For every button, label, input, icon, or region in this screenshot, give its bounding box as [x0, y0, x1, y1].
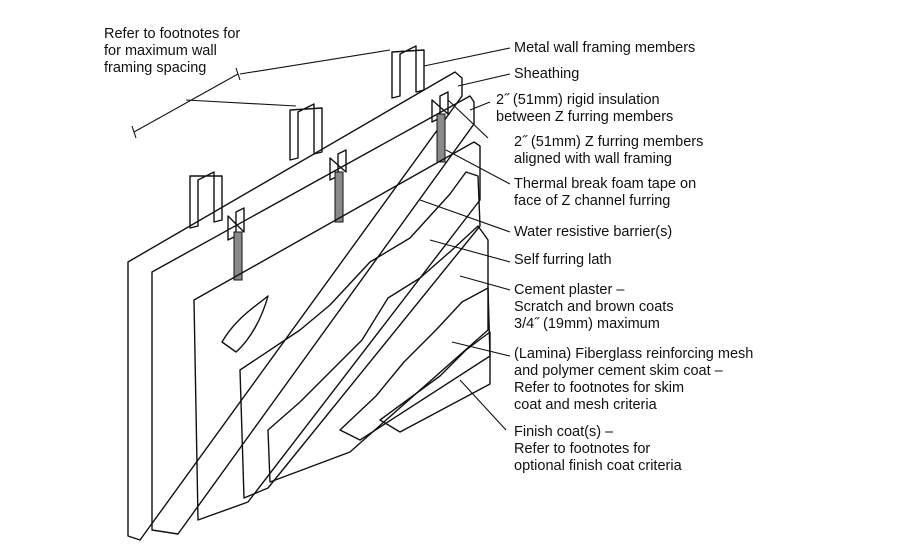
label-line: Metal wall framing members — [514, 40, 696, 56]
spacing-note-line-1: Refer to footnotes for — [104, 26, 241, 42]
label-line: 2˝ (51mm) rigid insulation — [496, 92, 660, 108]
label-line: and polymer cement skim coat – — [514, 363, 723, 379]
thermal-tape-2 — [334, 171, 344, 223]
label-line: Refer to footnotes for — [514, 441, 651, 457]
label-line: coat and mesh criteria — [514, 397, 657, 413]
cement-plaster-layer — [267, 225, 489, 483]
label-z-furring: 2˝ (51mm) Z furring members aligned with… — [514, 134, 703, 168]
label-wrb: Water resistive barrier(s) — [514, 224, 672, 241]
lamina-skim-layer — [339, 287, 491, 441]
label-line: optional finish coat criteria — [514, 458, 682, 474]
spacing-note: Refer to footnotes for for maximum wall … — [104, 26, 240, 77]
thermal-tape-3 — [436, 113, 446, 163]
label-metal-framing: Metal wall framing members — [514, 40, 695, 57]
label-line: Scratch and brown coats — [514, 299, 674, 315]
thermal-tape-1 — [233, 231, 243, 281]
label-line: 2˝ (51mm) Z furring members — [514, 134, 704, 150]
label-line: Cement plaster – — [514, 282, 625, 298]
label-line: Refer to footnotes for skim — [514, 380, 685, 396]
spacing-note-line-2: for maximum wall — [104, 43, 217, 59]
label-finish-coat: Finish coat(s) – Refer to footnotes for … — [514, 424, 682, 475]
spacing-note-line-3: framing spacing — [104, 60, 207, 76]
label-lath: Self furring lath — [514, 252, 612, 269]
z-furring-members — [227, 91, 449, 281]
label-line: between Z furring members — [496, 109, 674, 125]
label-line: Self furring lath — [514, 252, 612, 268]
self-furring-lath — [239, 171, 481, 499]
label-rigid-insulation: 2˝ (51mm) rigid insulation between Z fur… — [496, 92, 673, 126]
label-sheathing: Sheathing — [514, 66, 579, 83]
water-resistive-barrier — [193, 141, 481, 521]
label-line: Finish coat(s) – — [514, 424, 614, 440]
leader-lines — [419, 47, 511, 431]
rigid-insulation-layer — [151, 95, 475, 535]
wrb-curled-corner — [221, 295, 269, 353]
label-line: Sheathing — [514, 66, 580, 82]
label-thermal-break: Thermal break foam tape on face of Z cha… — [514, 176, 696, 210]
label-line: (Lamina) Fiberglass reinforcing mesh — [514, 346, 754, 362]
sheathing-board — [127, 71, 463, 541]
spacing-dimension — [131, 49, 391, 139]
finish-coat-layer — [379, 331, 491, 433]
label-cement-plaster: Cement plaster – Scratch and brown coats… — [514, 282, 674, 333]
label-line: Water resistive barrier(s) — [514, 224, 673, 240]
label-line: aligned with wall framing — [514, 151, 672, 167]
metal-framing-studs — [189, 45, 425, 229]
label-lamina: (Lamina) Fiberglass reinforcing mesh and… — [514, 346, 753, 414]
label-line: face of Z channel furring — [514, 193, 671, 209]
label-line: Thermal break foam tape on — [514, 176, 697, 192]
label-line: 3/4˝ (19mm) maximum — [514, 316, 660, 332]
